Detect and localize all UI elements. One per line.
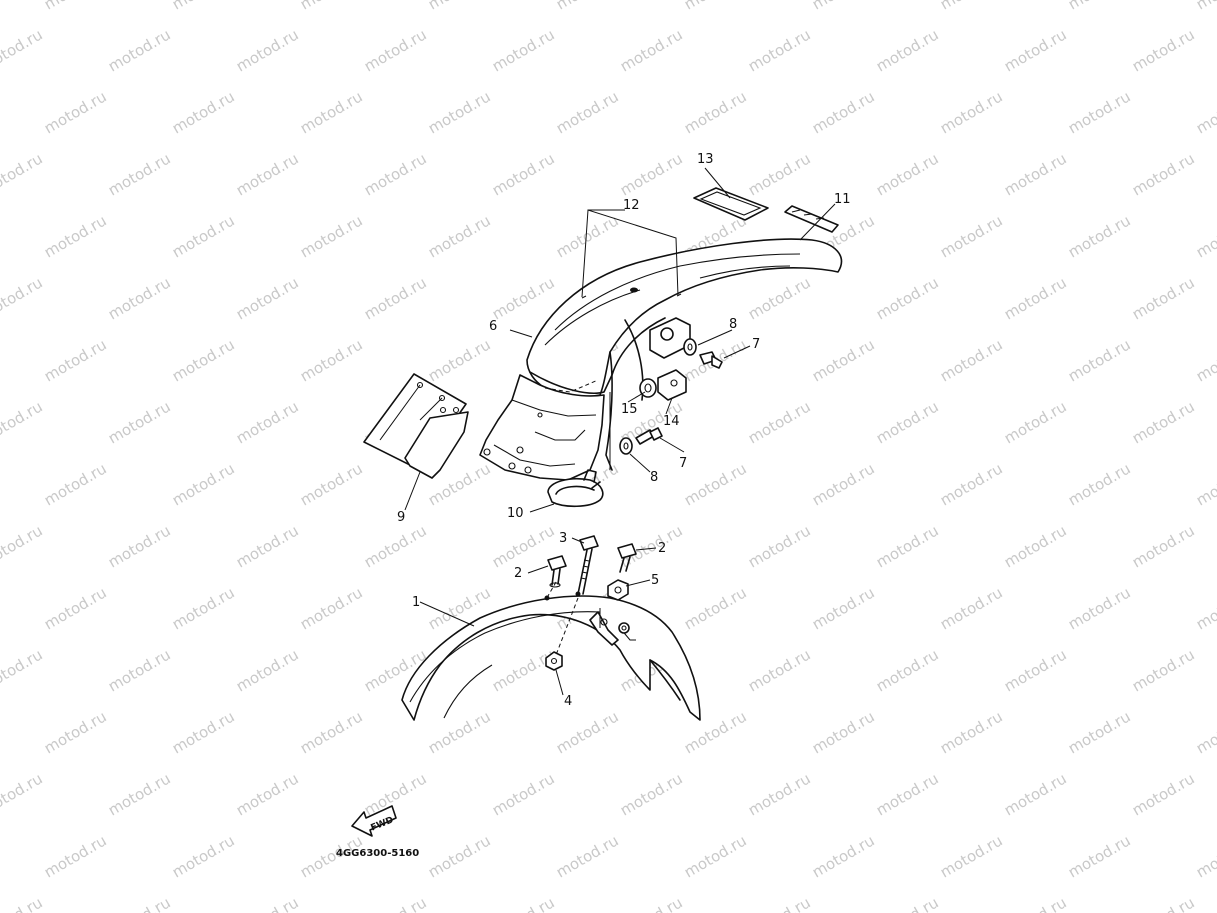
callout-9: 9 <box>397 510 405 525</box>
callout-4: 4 <box>564 694 572 709</box>
bolt-part-7-lower <box>635 427 663 445</box>
callout-2-right: 2 <box>658 541 666 556</box>
callout-6: 6 <box>489 319 497 334</box>
mud-flap-part-9 <box>363 373 469 479</box>
callout-1: 1 <box>412 595 420 610</box>
callout-15: 15 <box>621 402 638 417</box>
callout-8-upper: 8 <box>729 317 737 332</box>
callout-14: 14 <box>663 414 680 429</box>
callout-12: 12 <box>623 198 640 213</box>
front-fender-part-1 <box>401 581 701 721</box>
callout-8-lower: 8 <box>650 470 658 485</box>
washer-part-8-upper <box>683 338 697 356</box>
bolt-part-2-right <box>617 543 637 573</box>
callout-13: 13 <box>697 152 714 167</box>
leader-lines <box>404 167 836 696</box>
rear-fender-part-6 <box>479 238 843 481</box>
callout-7-lower: 7 <box>679 456 687 471</box>
washer-part-8-lower <box>619 437 633 455</box>
callout-labels: 13 12 11 6 8 7 15 14 7 8 9 10 3 2 2 5 1 … <box>397 152 851 709</box>
bracket-part-14 <box>609 317 691 470</box>
callout-2-left: 2 <box>514 566 522 581</box>
nut-part-5 <box>607 579 629 601</box>
collar-part-15 <box>639 378 657 398</box>
bolt-part-7-upper <box>699 351 723 369</box>
emblem-part-11 <box>784 205 839 233</box>
callout-3: 3 <box>559 531 567 546</box>
callout-10: 10 <box>507 506 524 521</box>
nut-part-4 <box>545 651 563 671</box>
callout-5: 5 <box>651 573 659 588</box>
fwd-arrow-icon: FWD <box>351 805 397 837</box>
decal-part-13 <box>693 187 769 221</box>
diagram-code: 4GG6300-5160 <box>336 848 419 859</box>
callout-11: 11 <box>834 192 851 207</box>
bolt-part-3 <box>577 535 599 595</box>
callout-7-upper: 7 <box>752 337 760 352</box>
reflector-part-10 <box>547 469 604 508</box>
bolt-part-2-left <box>547 555 567 588</box>
